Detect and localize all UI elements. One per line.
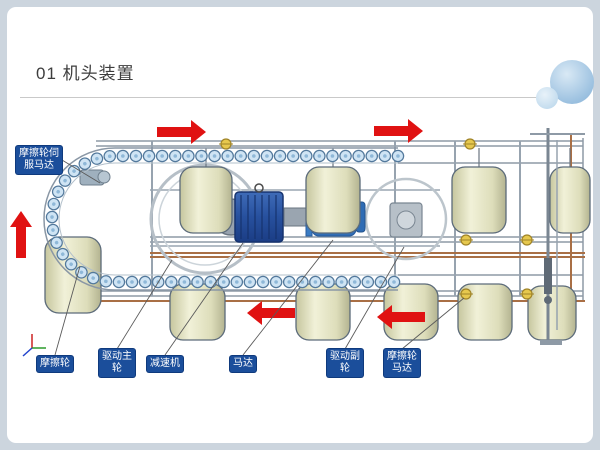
leader-lines: [54, 159, 465, 356]
friction-drive-units: [219, 138, 534, 300]
coordinate-axis-icon: [22, 334, 46, 357]
page-title: 01 机头装置: [36, 64, 135, 83]
label-friction-wheel-servo-motor: 摩擦轮伺服马达: [16, 146, 62, 174]
secondary-drive-assembly: [389, 202, 423, 238]
flow-arrow-left-up: [10, 211, 32, 258]
flow-arrow-bottom-right: [377, 305, 425, 329]
chain-track: [43, 147, 405, 291]
servo-motor-assembly: [79, 169, 111, 186]
title-divider: [20, 97, 540, 98]
label-reducer: 减速机: [147, 356, 183, 372]
fabric-drums: [44, 148, 591, 341]
flow-arrow-top-left: [157, 120, 206, 144]
right-column: [530, 128, 585, 345]
label-drive-secondary-wheel: 驱动副轮: [327, 349, 363, 377]
decorative-circle-small: [536, 87, 558, 109]
label-drive-main-wheel: 驱动主轮: [99, 349, 135, 377]
label-friction-wheel-motor: 摩擦轮马达: [384, 349, 420, 377]
coupling-graphic: [283, 207, 307, 227]
flow-arrows: [10, 119, 425, 329]
label-friction-wheel: 摩擦轮: [37, 356, 73, 372]
flow-arrow-top-right: [374, 119, 423, 143]
label-motor: 马达: [230, 356, 256, 372]
flow-arrow-bottom-middle: [247, 301, 295, 325]
